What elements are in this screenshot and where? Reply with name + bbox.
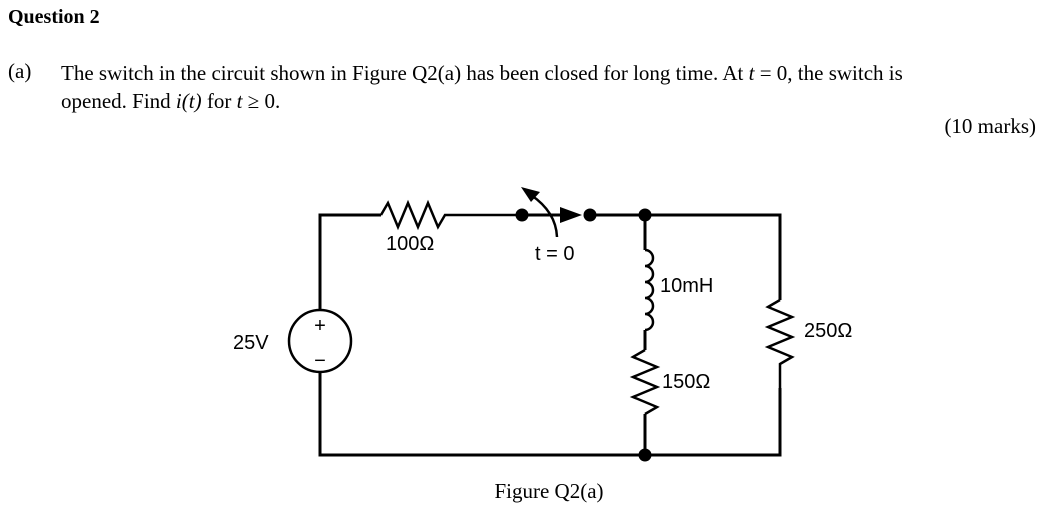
resistor-100-label: 100Ω bbox=[386, 233, 434, 255]
source-voltage-label: 25V bbox=[233, 332, 269, 354]
wire-left-bottom bbox=[318, 372, 645, 457]
resistor-100-symbol bbox=[379, 199, 522, 231]
question-text-segment: for bbox=[201, 89, 237, 113]
resistor-150-symbol bbox=[629, 348, 661, 416]
source-plus-sign: + bbox=[314, 315, 326, 337]
source-minus-sign: − bbox=[314, 350, 326, 372]
resistor-250-label: 250Ω bbox=[804, 320, 852, 342]
switch-arc-arrowhead bbox=[521, 187, 540, 202]
question-text-segment: The switch in the circuit shown in Figur… bbox=[61, 61, 749, 85]
question-text-segment: ≥ 0. bbox=[242, 89, 281, 113]
switch-time-label: t = 0 bbox=[535, 243, 574, 265]
switch-arrowhead bbox=[560, 207, 582, 223]
wire-left-top bbox=[318, 213, 381, 310]
part-label: (a) bbox=[8, 59, 32, 83]
math-function-i: i bbox=[175, 89, 182, 113]
question-title: Question 2 bbox=[8, 6, 100, 28]
question-line-1: The switch in the circuit shown in Figur… bbox=[61, 59, 1041, 87]
marks-allocation: (10 marks) bbox=[944, 114, 1036, 138]
question-line-2: opened. Find i(t) for t ≥ 0. bbox=[61, 87, 1041, 115]
question-text: The switch in the circuit shown in Figur… bbox=[61, 59, 1041, 115]
switch-opening-arc bbox=[530, 193, 559, 238]
math-variable-t: t bbox=[236, 89, 243, 113]
question-text-segment: opened. Find bbox=[61, 89, 176, 113]
resistor-150-label: 150Ω bbox=[662, 371, 710, 393]
math-argument: (t) bbox=[181, 89, 202, 113]
wire-bottom-right bbox=[645, 388, 782, 457]
inductor-10mh-symbol bbox=[644, 248, 655, 332]
inductor-label: 10mH bbox=[660, 275, 713, 297]
resistor-250-symbol bbox=[764, 298, 796, 388]
switch-contact-right bbox=[583, 208, 597, 222]
math-variable-t: t bbox=[748, 61, 755, 85]
wire-top-right bbox=[590, 213, 782, 300]
question-text-segment: = 0, the switch is bbox=[754, 61, 903, 85]
junction-bottom bbox=[638, 448, 652, 462]
figure-caption: Figure Q2(a) bbox=[494, 479, 604, 503]
voltage-source-symbol bbox=[287, 308, 353, 374]
